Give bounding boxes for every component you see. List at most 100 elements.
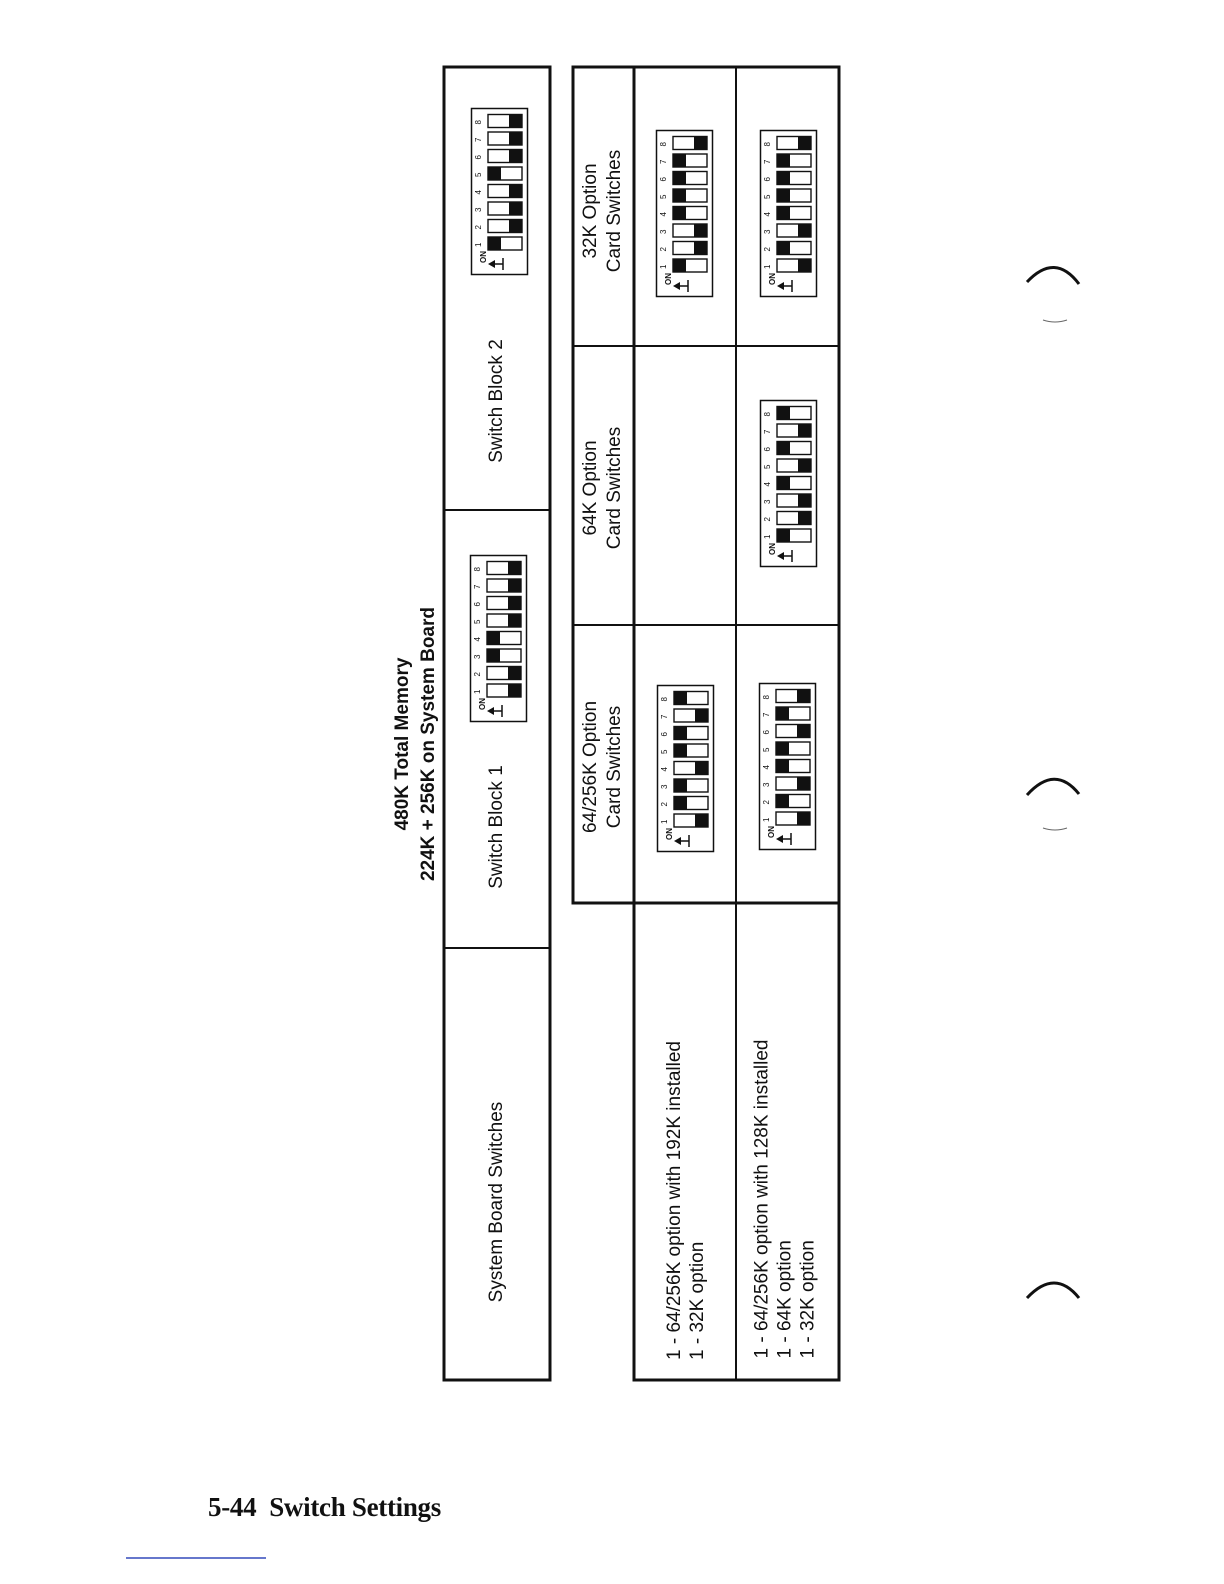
switch-number: 6 [474, 155, 483, 160]
switch-lever [674, 779, 687, 792]
on-arrow-icon [488, 258, 504, 270]
switch-lever [508, 596, 521, 610]
switch-number: 7 [473, 584, 482, 589]
header-switch-block-2: Switch Block 2 [486, 339, 507, 463]
title-line-1: 480K Total Memory [392, 657, 413, 831]
switch-2: 2 [762, 793, 811, 809]
switch-lever [509, 219, 522, 233]
switch-lever [695, 814, 708, 827]
switch-lever [694, 224, 707, 237]
switch-lever [798, 424, 811, 437]
switch-number: 3 [763, 499, 772, 504]
switch-lever [777, 171, 790, 185]
switch-lever [695, 709, 708, 722]
switch-number: 8 [474, 120, 483, 125]
header-switch-block-1: Switch Block 1 [486, 765, 507, 889]
switch-1: 1 [659, 258, 708, 273]
dip-switch-layer: ON12345678ON12345678ON12345678ON12345678… [469, 107, 818, 853]
switch-6: 6 [474, 148, 523, 164]
header-32k-option: 32K Option Card Switches [579, 111, 629, 311]
header-64k-line-1: 64K Option [580, 440, 601, 536]
on-arrow-icon [674, 835, 690, 847]
header-64k-line-2: Card Switches [604, 426, 625, 550]
switch-7: 7 [763, 153, 812, 168]
row-1-line-1: 1 - 64/256K option with 192K installed [664, 1041, 685, 1360]
switch-lever [798, 511, 811, 525]
switch-lever [674, 744, 687, 757]
on-label: ON [768, 273, 777, 285]
switch-number: 3 [474, 207, 483, 212]
switch-number: 8 [762, 695, 771, 700]
switch-1: 1 [763, 258, 812, 273]
switch-7: 7 [474, 131, 523, 146]
switch-number: 7 [474, 137, 483, 142]
switch-number: 5 [473, 619, 482, 624]
switch-lever [509, 149, 522, 163]
switch-lever [776, 707, 789, 720]
switch-number: 2 [660, 802, 669, 807]
header-64-256k-line-1: 64/256K Option [580, 700, 601, 834]
switch-lever [776, 759, 789, 773]
switch-number: 3 [659, 229, 668, 234]
switch-4: 4 [659, 205, 708, 221]
switch-number: 4 [763, 212, 772, 217]
switch-lever [673, 206, 686, 220]
header-64-256k-option: 64/256K Option Card Switches [579, 667, 629, 867]
switch-7: 7 [473, 578, 522, 593]
switch-number: 1 [763, 534, 772, 539]
row-2-line-1: 1 - 64/256K option with 128K installed [751, 1039, 773, 1359]
section-title: Switch Settings [269, 1492, 441, 1522]
switch-7: 7 [762, 706, 811, 721]
switch-2: 2 [763, 510, 812, 526]
switch-1: 1 [474, 236, 523, 251]
switch-number: 3 [762, 782, 771, 787]
switch-number: 7 [762, 712, 771, 717]
binder-hole-marks [1025, 266, 1081, 1300]
switch-6: 6 [660, 725, 709, 741]
switch-1: 1 [473, 683, 522, 698]
switch-number: 6 [473, 602, 482, 607]
switch-lever [777, 476, 790, 490]
switch-lever [777, 241, 790, 255]
switch-4: 4 [473, 630, 522, 646]
switch-lever [508, 561, 521, 575]
page-footer: 5-44 Switch Settings [208, 1492, 441, 1523]
switch-number: 7 [763, 429, 772, 434]
switch-number: 3 [660, 784, 669, 789]
switch-3: 3 [762, 776, 811, 791]
switch-8: 8 [762, 688, 811, 704]
on-label: ON [479, 251, 488, 263]
switch-number: 1 [473, 689, 482, 694]
system-board-table [442, 65, 552, 1382]
switch-2: 2 [473, 665, 522, 681]
switch-lever [776, 794, 789, 808]
switch-number: 6 [763, 447, 772, 452]
switch-lever [798, 224, 811, 237]
switch-lever [694, 241, 707, 255]
switch-lever [777, 529, 790, 542]
on-label: ON [478, 698, 487, 710]
switch-3: 3 [763, 493, 812, 508]
switch-number: 6 [660, 732, 669, 737]
switch-lever [798, 494, 811, 507]
header-system-board-switches: System Board Switches [486, 1101, 507, 1303]
switch-lever [798, 259, 811, 272]
switch-5: 5 [763, 188, 812, 203]
switch-5: 5 [660, 743, 709, 758]
on-arrow-icon [673, 280, 689, 292]
switch-lever [797, 724, 810, 738]
switch-6: 6 [763, 170, 812, 186]
switch-lever [509, 132, 522, 145]
switch-lever [798, 459, 811, 472]
header-64k-option: 64K Option Card Switches [579, 388, 629, 588]
switch-8: 8 [659, 135, 708, 151]
switch-lever [487, 649, 500, 662]
switch-number: 3 [763, 229, 772, 234]
switch-lever [673, 189, 686, 202]
switch-lever [673, 259, 686, 272]
switch-lever [673, 171, 686, 185]
